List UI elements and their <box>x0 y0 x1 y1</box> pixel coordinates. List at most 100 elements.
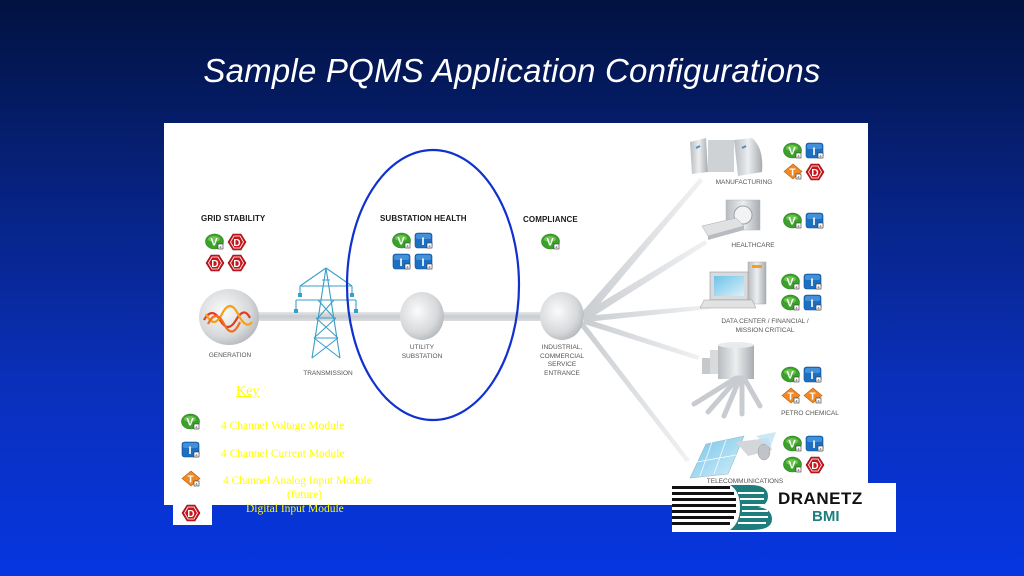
svg-text:I: I <box>399 257 402 269</box>
svg-text:T: T <box>809 392 815 403</box>
key-label-current: 4 Channel Current Module <box>221 448 345 460</box>
svg-text:4: 4 <box>819 153 822 158</box>
svg-text:4: 4 <box>406 264 409 269</box>
transmission-insulators <box>294 293 358 313</box>
svg-text:D: D <box>233 259 240 270</box>
svg-text:I: I <box>810 277 813 289</box>
svg-text:4: 4 <box>817 305 820 310</box>
transmission-label: TRANSMISSION <box>303 370 353 377</box>
svg-text:4: 4 <box>428 264 431 269</box>
svg-text:4: 4 <box>555 244 558 249</box>
svg-text:4: 4 <box>819 223 822 228</box>
utility-substation-node <box>400 292 444 340</box>
svg-text:4: 4 <box>406 243 409 248</box>
healthcare-icon <box>701 199 761 240</box>
generation-wave-icon <box>203 304 253 333</box>
svg-text:4: 4 <box>797 467 800 472</box>
svg-text:D: D <box>233 238 240 249</box>
svg-text:I: I <box>421 257 424 269</box>
svg-text:I: I <box>810 298 813 310</box>
digital-input-module-icon: D <box>181 504 201 522</box>
digital-input-module-icon: D <box>805 163 825 181</box>
utility-substation-label: UTILITY SUBSTATION <box>401 344 443 360</box>
svg-text:I: I <box>188 445 191 457</box>
svg-text:4: 4 <box>797 174 800 179</box>
svg-text:V: V <box>397 236 405 248</box>
svg-text:4: 4 <box>795 398 798 403</box>
svg-text:V: V <box>546 237 554 249</box>
svg-text:4: 4 <box>819 446 822 451</box>
key-label-voltage: 4 Channel Voltage Module <box>221 420 345 432</box>
svg-text:I: I <box>812 216 815 228</box>
grid-stability-heading: GRID STABILITY <box>201 214 266 223</box>
transmission-tower-icon <box>295 267 357 359</box>
svg-text:T: T <box>789 168 795 179</box>
svg-text:T: T <box>787 392 793 403</box>
manufacturing-label: MANUFACTURING <box>715 179 773 186</box>
svg-text:V: V <box>788 146 796 158</box>
svg-text:4: 4 <box>195 452 198 457</box>
generation-label: GENERATION <box>208 352 252 359</box>
svg-text:V: V <box>788 216 796 228</box>
compliance-heading: COMPLIANCE <box>523 215 578 224</box>
substation-health-heading: SUBSTATION HEALTH <box>380 214 467 223</box>
substation-highlight-ellipse <box>345 148 521 422</box>
svg-text:D: D <box>187 509 194 520</box>
dranetz-bmi-logo: DRANETZ BMI <box>672 483 896 532</box>
key-label-digital: Digital Input Module <box>246 503 344 515</box>
distribution-rays <box>580 178 710 462</box>
svg-text:V: V <box>210 237 218 249</box>
svg-text:4: 4 <box>797 446 800 451</box>
svg-text:4: 4 <box>797 223 800 228</box>
svg-text:4: 4 <box>797 153 800 158</box>
svg-text:D: D <box>811 168 818 179</box>
svg-text:V: V <box>786 370 794 382</box>
svg-text:T: T <box>187 475 193 486</box>
svg-text:4: 4 <box>428 243 431 248</box>
digital-input-module-icon: D <box>805 456 825 474</box>
data-center-label: DATA CENTER / FINANCIAL / MISSION CRITIC… <box>721 318 809 334</box>
svg-text:4: 4 <box>795 377 798 382</box>
svg-text:V: V <box>788 460 796 472</box>
svg-text:V: V <box>786 298 794 310</box>
petro-chemical-icon <box>691 342 763 419</box>
key-title: Key <box>236 384 260 399</box>
logo-text-dranetz: DRANETZ <box>778 489 863 508</box>
svg-text:I: I <box>812 146 815 158</box>
svg-text:V: V <box>186 417 194 429</box>
service-entrance-label: INDUSTRIAL, COMMERCIAL SERVICE ENTRANCE <box>539 344 585 377</box>
svg-text:4: 4 <box>195 424 198 429</box>
telecommunications-icon <box>689 432 776 479</box>
svg-text:4: 4 <box>795 284 798 289</box>
svg-text:I: I <box>810 370 813 382</box>
svg-text:4: 4 <box>817 377 820 382</box>
dranetz-logo-mark <box>672 485 772 530</box>
digital-input-module-icon: D <box>227 254 247 272</box>
slide-title: Sample PQMS Application Configurations <box>203 52 821 89</box>
svg-text:4: 4 <box>795 305 798 310</box>
svg-text:I: I <box>421 236 424 248</box>
svg-text:I: I <box>812 439 815 451</box>
svg-text:4: 4 <box>219 244 222 249</box>
